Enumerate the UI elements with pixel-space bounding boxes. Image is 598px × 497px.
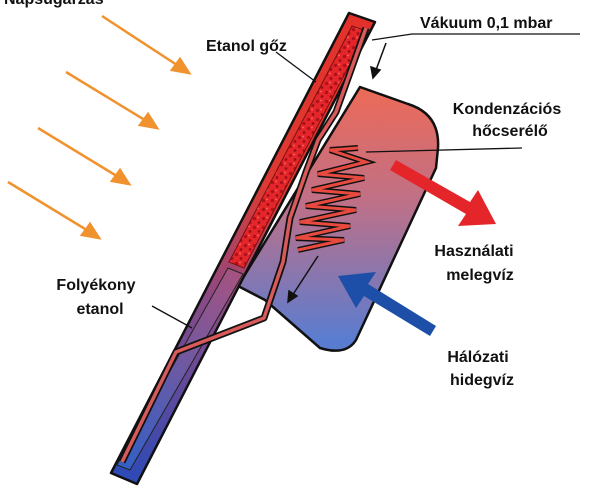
sun-ray-arrow: [7, 180, 102, 240]
sun-rays: [7, 14, 192, 240]
label-vakuum: Vákuum 0,1 mbar: [420, 15, 553, 32]
flow-arrows: [287, 42, 387, 304]
hot-water-arrow: [390, 160, 496, 226]
heat-pipe-loop: [118, 26, 370, 464]
leader-lines: [151, 33, 580, 329]
condenser-coil: [295, 145, 377, 253]
leader-vakuum: [371, 33, 580, 41]
label-halozati-line1: Hálózati: [447, 349, 508, 366]
label-etanol-goz: Etanol gőz: [206, 38, 287, 55]
leader-etanol-goz: [275, 51, 317, 83]
label-hasznalati-line2: melegvíz: [446, 267, 514, 284]
label-kondenzacios-line1: Kondenzációs: [453, 101, 562, 118]
sun-ray-arrow: [37, 126, 132, 186]
label-napsugarzas: Napsugárzás: [4, 0, 104, 8]
cold-water-arrow: [338, 272, 436, 336]
heat-exchanger-box: [236, 85, 440, 352]
label-halozati-line2: hidegvíz: [450, 372, 514, 389]
condensate-flow-arrow: [287, 255, 319, 304]
label-folyekony-line1: Folyékony: [56, 277, 135, 294]
leader-kondenzacios: [365, 147, 523, 153]
sun-ray-arrow: [65, 70, 160, 130]
sun-ray-arrow: [101, 14, 192, 75]
label-folyekony-line2: etanol: [76, 301, 123, 318]
vapour-flow-arrow: [370, 42, 387, 80]
label-hasznalati-line1: Használati: [434, 243, 513, 260]
leader-folyekony: [151, 305, 193, 329]
label-kondenzacios-line2: hőcserélő: [472, 123, 548, 140]
